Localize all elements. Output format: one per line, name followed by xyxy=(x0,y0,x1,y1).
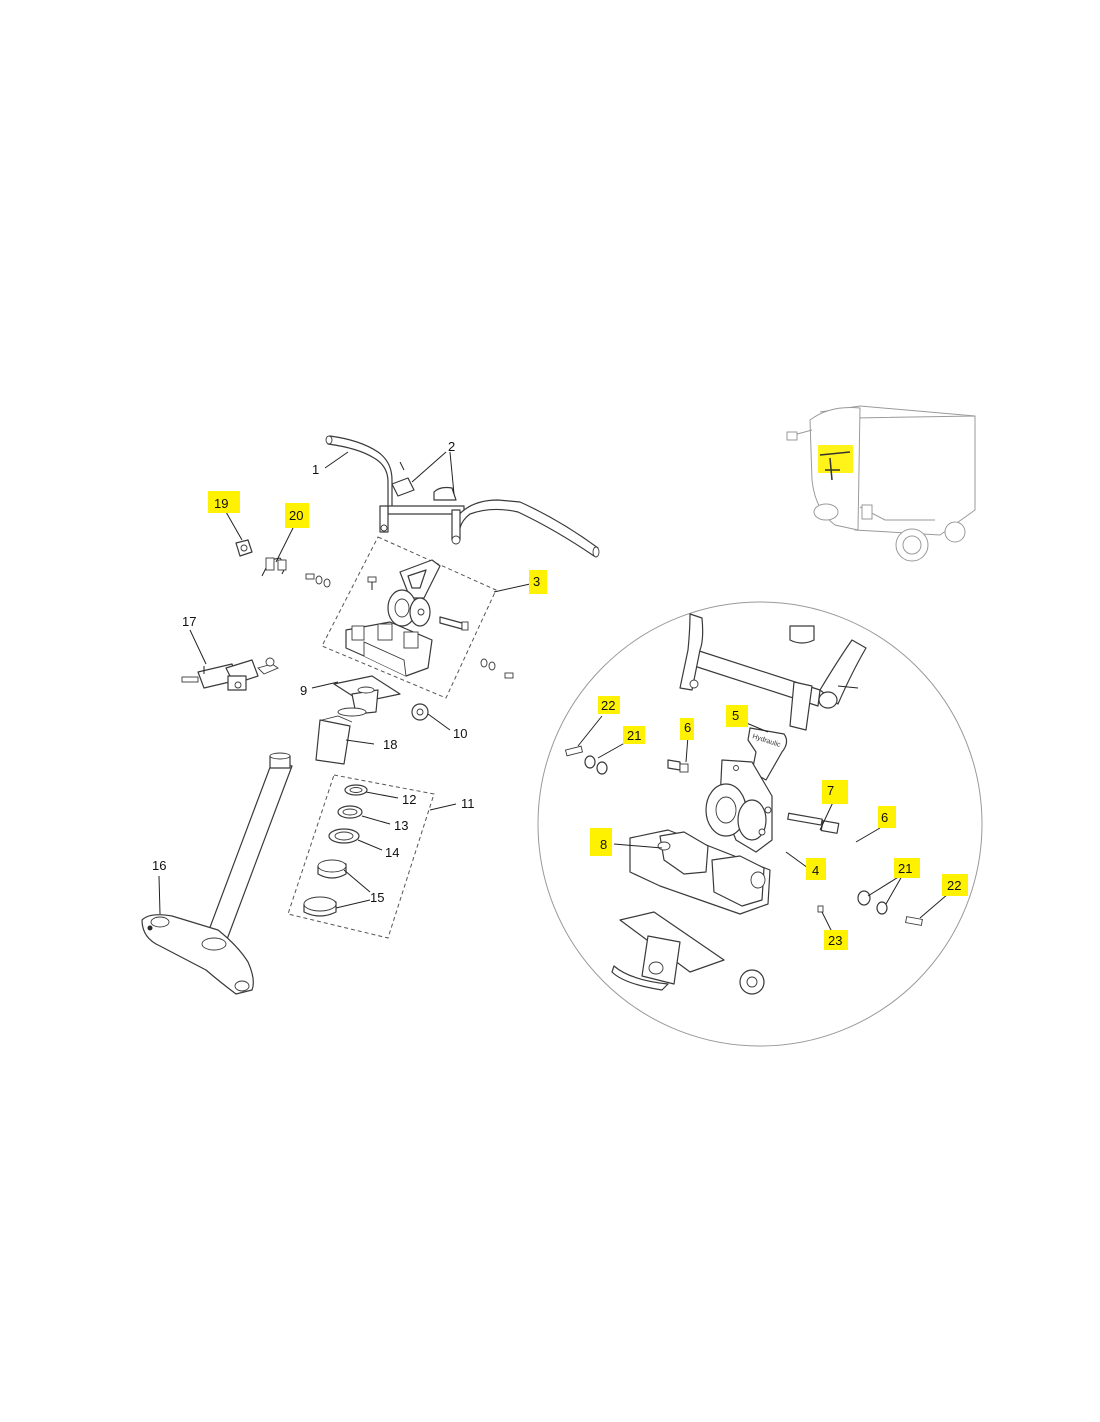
label-11: 11 xyxy=(461,796,475,811)
detail-view-circle xyxy=(537,601,983,1047)
vehicle-thumbnail xyxy=(786,405,976,562)
detail-handlebar xyxy=(679,613,867,731)
label-23: 23 xyxy=(828,933,842,948)
small-bolts-main xyxy=(305,573,514,679)
label-14: 14 xyxy=(385,845,399,860)
label-2: 2 xyxy=(448,439,455,454)
label-12: 12 xyxy=(402,792,416,807)
label-20: 20 xyxy=(289,508,303,523)
detail-brake-lever: Hydraulic xyxy=(705,727,788,853)
handlebar-clamps xyxy=(391,477,457,501)
label-1: 1 xyxy=(312,462,319,477)
leader-lines xyxy=(158,451,949,933)
label-3: 3 xyxy=(533,574,540,589)
label-7: 7 xyxy=(827,783,834,798)
part-labels-detail: 22 21 6 5 7 6 8 4 21 22 23 xyxy=(600,698,961,948)
highlight-boxes xyxy=(208,491,968,950)
label-15: 15 xyxy=(370,890,384,905)
bearing-set-parts xyxy=(303,784,368,917)
cable-connector-part-20 xyxy=(261,557,287,577)
label-21-a: 21 xyxy=(627,728,641,743)
label-5: 5 xyxy=(732,708,739,723)
bearing-set-outline xyxy=(287,774,435,939)
assembly-3-outline xyxy=(321,536,497,699)
bracket-part-18 xyxy=(315,715,353,765)
label-13: 13 xyxy=(394,818,408,833)
label-6-b: 6 xyxy=(881,810,888,825)
label-8: 8 xyxy=(600,837,607,852)
label-6-a: 6 xyxy=(684,720,691,735)
label-17: 17 xyxy=(182,614,196,629)
label-21-b: 21 xyxy=(898,861,912,876)
detail-lever-base xyxy=(629,829,771,915)
label-4: 4 xyxy=(812,863,819,878)
label-22-a: 22 xyxy=(601,698,615,713)
label-10: 10 xyxy=(453,726,467,741)
detail-small-parts xyxy=(564,745,923,926)
handlebar xyxy=(325,435,600,558)
label-19: 19 xyxy=(214,496,228,511)
label-18: 18 xyxy=(383,737,397,752)
label-22-b: 22 xyxy=(947,878,961,893)
label-16: 16 xyxy=(152,858,166,873)
brake-lever-assembly-main xyxy=(345,559,441,677)
clip-part-19 xyxy=(235,539,253,557)
nut-part-10 xyxy=(411,703,429,721)
steering-stem-part-16 xyxy=(141,752,293,995)
detail-top-plate xyxy=(611,911,765,995)
label-9: 9 xyxy=(300,683,307,698)
hydraulic-cylinder-part-17 xyxy=(181,657,279,691)
part-labels-main: 1 2 3 19 20 17 9 10 18 11 12 13 14 15 16 xyxy=(152,439,540,905)
top-plate-part-9 xyxy=(333,675,401,717)
